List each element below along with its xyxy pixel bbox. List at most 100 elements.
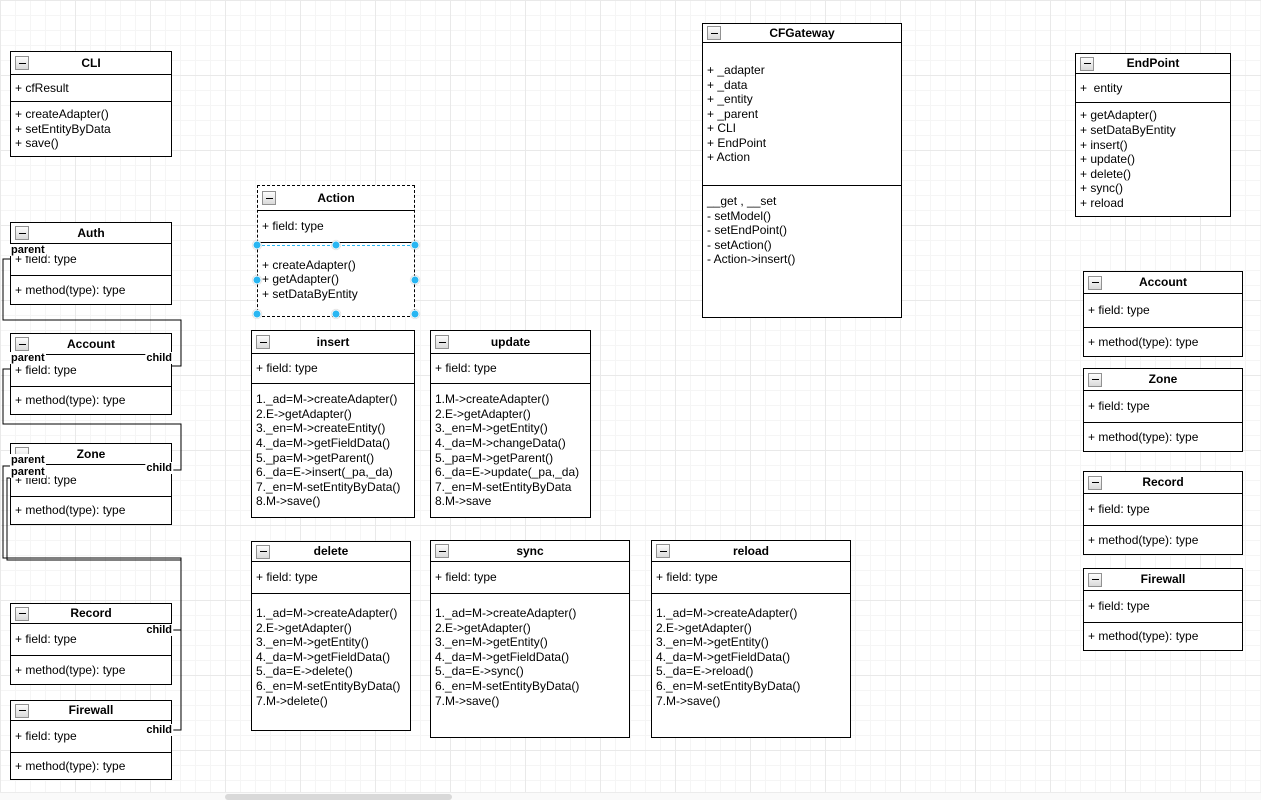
methods-compartment: 1.M->createAdapter()2.E->getAdapter()3._… [431, 384, 590, 517]
collapse-icon[interactable] [256, 335, 270, 349]
member-line: 6._da=E->update(_pa,_da) [435, 465, 580, 480]
member-line: + insert() [1080, 137, 1128, 152]
edge-label-child[interactable]: child [145, 724, 173, 736]
methods-compartment: + method(type): type [1084, 623, 1242, 650]
selection-handle[interactable] [252, 309, 262, 319]
collapse-icon[interactable] [435, 544, 449, 558]
class-update[interactable]: update + field: type 1.M->createAdapter(… [430, 330, 591, 518]
edge-label-child[interactable]: child [145, 462, 173, 474]
collapse-icon[interactable] [15, 226, 29, 240]
class-title: Record [1142, 475, 1184, 490]
class-account-left[interactable]: Account + field: type + method(type): ty… [10, 333, 172, 415]
class-cfgateway[interactable]: CFGateway + _adapter+ _data+ _entity+ _p… [702, 23, 902, 318]
class-title-bar: Zone [1084, 369, 1242, 391]
class-title: Zone [1148, 372, 1178, 387]
member-line: + getAdapter() [1080, 108, 1158, 123]
edge-label-parent[interactable]: parent [10, 352, 46, 364]
edge-zone-record[interactable] [2, 465, 182, 631]
horizontal-scrollbar[interactable] [0, 792, 1261, 800]
collapse-icon[interactable] [15, 337, 29, 351]
edge-label-parent[interactable]: parent [10, 466, 46, 478]
edge-label-child[interactable]: child [145, 352, 173, 364]
methods-compartment: + method(type): type [1084, 423, 1242, 451]
collapse-icon[interactable] [256, 544, 270, 559]
collapse-icon[interactable] [1088, 275, 1102, 290]
edge-label-parent[interactable]: parent [10, 244, 46, 256]
class-action[interactable]: Action + field: type + createAdapter()+ … [257, 185, 415, 317]
member-line: + method(type): type [15, 503, 126, 518]
collapse-icon[interactable] [15, 56, 29, 70]
collapse-icon[interactable] [1080, 56, 1094, 71]
methods-compartment: + method(type): type [11, 497, 171, 524]
methods-compartment: + getAdapter()+ setDataByEntity+ insert(… [1076, 103, 1230, 216]
member-line: 4._da=M->getFieldData() [435, 649, 570, 664]
member-line: 8.M->save [435, 494, 492, 509]
fields-compartment: + cfResult [11, 75, 171, 102]
edge-account-zone[interactable] [2, 368, 182, 471]
member-line: 5._da=E->reload() [656, 664, 754, 679]
selection-handle[interactable] [410, 275, 420, 285]
member-line: 6._en=M-setEntityByData() [656, 678, 801, 693]
class-cli[interactable]: CLI + cfResult + createAdapter()+ setEnt… [10, 51, 172, 157]
edge-label-child[interactable]: child [145, 624, 173, 636]
class-title: update [490, 334, 531, 349]
member-line: + setDataByEntity [262, 286, 358, 301]
member-line: + _adapter [707, 62, 765, 77]
selection-handle[interactable] [331, 309, 341, 319]
member-line: + field: type [656, 570, 718, 585]
member-line: + Action [707, 150, 751, 165]
member-line: + field: type [15, 729, 77, 744]
class-firewall-left[interactable]: Firewall + field: type + method(type): t… [10, 700, 172, 780]
member-line: 4._da=M->getFieldData() [256, 649, 391, 664]
class-zone-right[interactable]: Zone + field: type + method(type): type [1083, 368, 1243, 452]
collapse-icon[interactable] [1088, 372, 1102, 387]
member-line: 1._ad=M->createAdapter() [435, 606, 577, 620]
edge-auth-account[interactable] [2, 258, 182, 367]
selection-handle[interactable] [252, 240, 262, 250]
member-line: 2.E->getAdapter() [256, 406, 352, 421]
edge-label-parent[interactable]: parent [10, 454, 46, 466]
class-auth[interactable]: Auth + field: type + method(type): type [10, 222, 172, 305]
member-line: + _parent [707, 106, 759, 121]
member-line: 1._ad=M->createAdapter() [256, 392, 398, 407]
member-line: + field: type [1088, 502, 1150, 517]
selection-handle[interactable] [252, 275, 262, 285]
member-line: + field: type [262, 219, 324, 234]
selection-handle[interactable] [410, 240, 420, 250]
selection-handle[interactable] [331, 240, 341, 250]
collapse-icon[interactable] [707, 26, 721, 40]
collapse-icon[interactable] [262, 191, 276, 205]
class-account-right[interactable]: Account + field: type + method(type): ty… [1083, 271, 1243, 357]
class-record-right[interactable]: Record + field: type + method(type): typ… [1083, 471, 1243, 555]
collapse-icon[interactable] [1088, 572, 1102, 587]
class-insert[interactable]: insert + field: type 1._ad=M->createAdap… [251, 330, 415, 518]
fields-compartment: + field: type [1084, 294, 1242, 328]
class-delete[interactable]: delete + field: type 1._ad=M->createAdap… [251, 541, 411, 731]
class-title-bar: Account [11, 334, 171, 355]
class-title: reload [732, 543, 769, 558]
member-line: 2.E->getAdapter() [656, 620, 752, 635]
collapse-icon[interactable] [435, 335, 449, 349]
collapse-icon[interactable] [656, 544, 670, 558]
methods-compartment: + method(type): type [11, 387, 171, 414]
collapse-icon[interactable] [15, 606, 29, 621]
class-endpoint[interactable]: EndPoint + entity + getAdapter()+ setDat… [1075, 53, 1231, 217]
fields-compartment: + field: type [252, 354, 414, 384]
member-line: + sync() [1080, 181, 1124, 196]
collapse-icon[interactable] [1088, 475, 1102, 490]
class-title: insert [316, 334, 350, 349]
class-firewall-right[interactable]: Firewall + field: type + method(type): t… [1083, 568, 1243, 651]
edge-zone-firewall[interactable] [6, 477, 182, 731]
class-sync[interactable]: sync + field: type 1._ad=M->createAdapte… [430, 540, 630, 738]
member-line: __get , __set [707, 194, 777, 208]
collapse-icon[interactable] [15, 703, 29, 718]
class-title: sync [516, 543, 544, 558]
class-record-left[interactable]: Record + field: type + method(type): typ… [10, 603, 172, 685]
fields-compartment: + field: type [11, 355, 171, 387]
class-title-bar: EndPoint [1076, 54, 1230, 74]
class-reload[interactable]: reload + field: type 1._ad=M->createAdap… [651, 540, 851, 738]
selection-handle[interactable] [410, 309, 420, 319]
methods-compartment: 1._ad=M->createAdapter()2.E->getAdapter(… [252, 594, 410, 730]
horizontal-scrollbar-thumb[interactable] [225, 794, 452, 800]
